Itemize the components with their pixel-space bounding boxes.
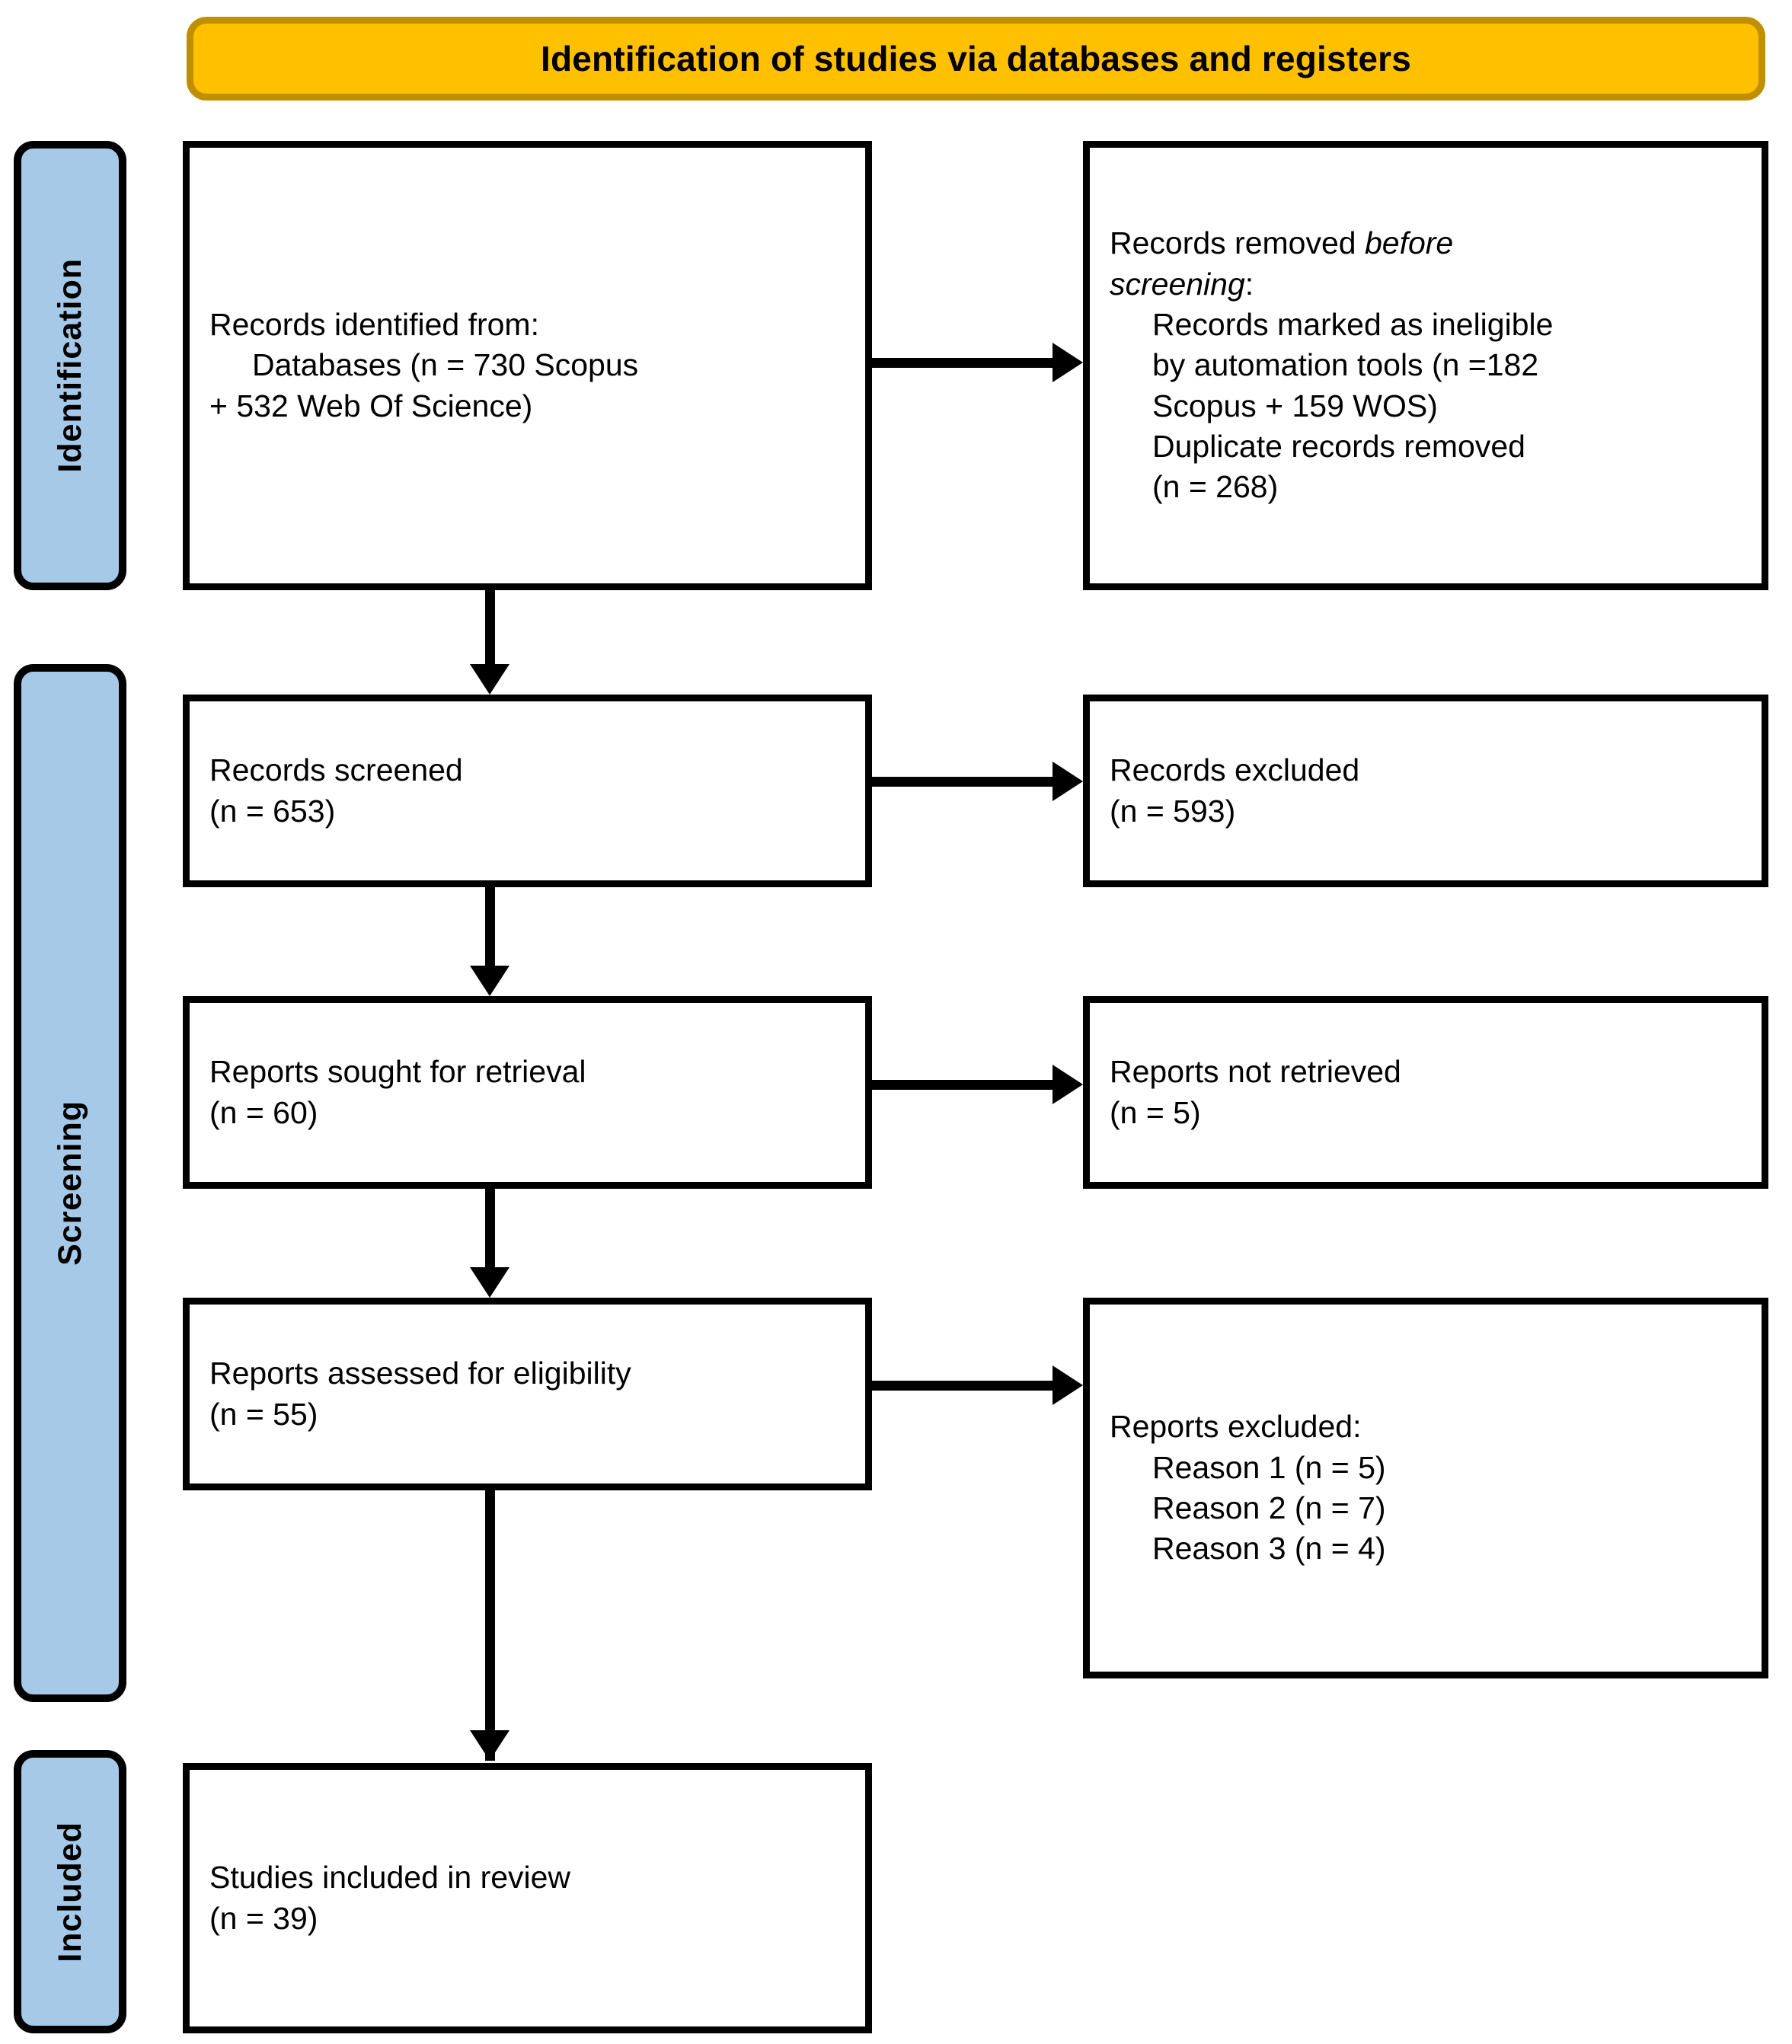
line: screening: xyxy=(1110,264,1742,305)
line-part-italic: before xyxy=(1364,225,1454,261)
stage-label-included: Included xyxy=(51,1821,88,1963)
connector-assessed-to-excluded xyxy=(872,1381,1053,1391)
stage-rail-identification: Identification xyxy=(14,141,126,590)
line: Databases (n = 730 Scopus xyxy=(252,347,639,383)
line: (n = 268) xyxy=(1152,469,1279,505)
stage-rail-included: Included xyxy=(14,1750,126,2033)
line: Reports assessed for eligibility xyxy=(209,1356,631,1391)
banner-title: Identification of studies via databases … xyxy=(540,39,1412,78)
line: Records marked as ineligible xyxy=(1152,307,1554,343)
line: by automation tools (n =182 xyxy=(1152,347,1539,383)
arrowhead-screened-to-sought-icon xyxy=(470,966,509,996)
box-records-removed-text: Records removed before screening: Record… xyxy=(1090,223,1762,507)
arrowhead-identified-to-screened-icon xyxy=(470,664,509,695)
line: Records screened xyxy=(209,752,463,788)
line: (n = 39) xyxy=(209,1900,318,1936)
box-records-identified-text: Records identified from: Databases (n = … xyxy=(190,305,865,426)
line: + 532 Web Of Science) xyxy=(209,388,533,423)
box-records-screened: Records screened (n = 653) xyxy=(183,695,872,887)
line: Records removed before xyxy=(1110,223,1742,263)
line: (n = 5) xyxy=(1110,1094,1201,1130)
stage-label-screening: Screening xyxy=(51,1100,88,1266)
box-reports-sought-for-retrieval: Reports sought for retrieval (n = 60) xyxy=(183,996,872,1189)
box-records-excluded-text: Records excluded (n = 593) xyxy=(1090,750,1762,832)
box-reports-excluded: Reports excluded: Reason 1 (n = 5) Reaso… xyxy=(1083,1298,1768,1678)
phase-banner-identification: Identification of studies via databases … xyxy=(187,17,1765,101)
line: Scopus + 159 WOS) xyxy=(1152,388,1438,423)
arrowhead-screened-to-excluded-icon xyxy=(1053,762,1083,801)
line: Reports excluded: xyxy=(1110,1409,1362,1445)
box-reports-not-retrieved: Reports not retrieved (n = 5) xyxy=(1083,996,1768,1189)
connector-identified-to-removed xyxy=(872,358,1053,368)
line: Reports not retrieved xyxy=(1110,1054,1401,1090)
line: (n = 593) xyxy=(1110,793,1236,829)
connector-screened-to-excluded xyxy=(872,777,1053,787)
arrowhead-sought-to-assessed-icon xyxy=(470,1267,509,1298)
stage-label-identification: Identification xyxy=(51,258,88,473)
connector-sought-to-assessed xyxy=(485,1189,495,1269)
connector-sought-to-not-retrieved xyxy=(872,1080,1053,1090)
arrowhead-assessed-to-excluded-icon xyxy=(1053,1365,1083,1405)
box-records-excluded: Records excluded (n = 593) xyxy=(1083,695,1768,887)
line-part: Records removed xyxy=(1110,225,1365,261)
line: Duplicate records removed xyxy=(1152,428,1525,464)
line: Records excluded xyxy=(1110,752,1360,788)
box-studies-included-in-review: Studies included in review (n = 39) xyxy=(183,1763,872,2033)
stage-rail-screening: Screening xyxy=(14,664,126,1702)
connector-assessed-to-included xyxy=(485,1490,495,1761)
box-records-screened-text: Records screened (n = 653) xyxy=(190,750,865,832)
connector-identified-to-screened xyxy=(485,590,495,666)
line-part: : xyxy=(1244,266,1254,302)
box-reports-not-retrieved-text: Reports not retrieved (n = 5) xyxy=(1090,1052,1762,1133)
arrowhead-identified-to-removed-icon xyxy=(1053,343,1083,382)
box-reports-sought-text: Reports sought for retrieval (n = 60) xyxy=(190,1052,865,1133)
line: Studies included in review xyxy=(209,1860,571,1895)
box-records-removed-before-screening: Records removed before screening: Record… xyxy=(1083,141,1768,590)
box-studies-included-text: Studies included in review (n = 39) xyxy=(190,1857,865,1939)
connector-screened-to-sought xyxy=(485,887,495,967)
box-reports-assessed-text: Reports assessed for eligibility (n = 55… xyxy=(190,1353,865,1435)
line: (n = 60) xyxy=(209,1094,318,1130)
line-part-italic: screening xyxy=(1110,266,1245,302)
line: (n = 55) xyxy=(209,1396,318,1432)
line: (n = 653) xyxy=(209,793,336,829)
line: Records identified from: xyxy=(209,307,539,343)
arrowhead-assessed-to-included-icon xyxy=(470,1730,509,1761)
line: Reports sought for retrieval xyxy=(209,1054,586,1090)
box-reports-assessed-for-eligibility: Reports assessed for eligibility (n = 55… xyxy=(183,1298,872,1490)
box-reports-excluded-text: Reports excluded: Reason 1 (n = 5) Reaso… xyxy=(1090,1407,1762,1569)
box-records-identified: Records identified from: Databases (n = … xyxy=(183,141,872,590)
line: Reason 1 (n = 5) xyxy=(1152,1449,1386,1485)
line: Reason 2 (n = 7) xyxy=(1152,1490,1386,1525)
arrowhead-sought-to-not-retrieved-icon xyxy=(1053,1065,1083,1104)
line: Reason 3 (n = 4) xyxy=(1152,1531,1386,1567)
